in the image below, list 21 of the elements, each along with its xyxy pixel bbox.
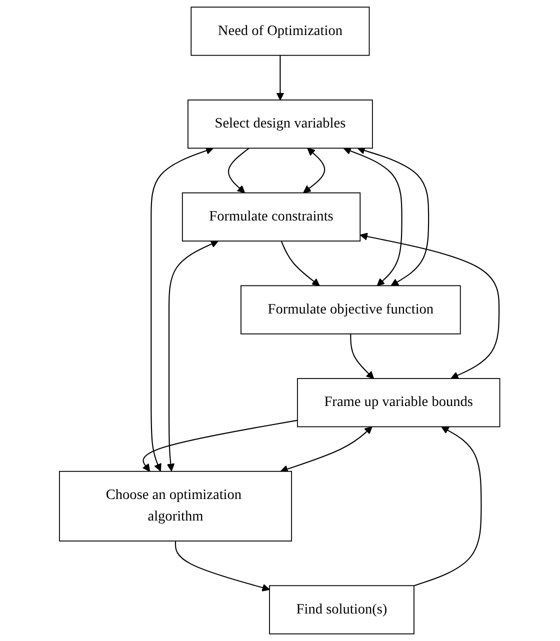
arrow xyxy=(281,240,320,286)
arrow xyxy=(350,334,374,379)
arrow xyxy=(151,146,214,472)
node-box: Frame up variable bounds xyxy=(297,378,501,428)
node-box: Find solution(s) xyxy=(269,585,415,634)
arrow xyxy=(167,240,219,472)
node-box: Select design variables xyxy=(188,100,374,149)
arrow xyxy=(360,232,500,379)
node-box: Choose an optimization algorithm xyxy=(59,470,292,542)
arrow xyxy=(142,420,298,472)
node-box: Formulate constraints xyxy=(182,192,361,242)
node-box: Need of Optimization xyxy=(191,6,370,56)
arrow xyxy=(344,147,403,286)
arrow xyxy=(304,148,326,193)
arrow xyxy=(280,426,373,473)
arrow xyxy=(358,146,430,286)
arrow xyxy=(414,426,482,586)
node-box: Formulate objective function xyxy=(240,285,462,334)
arrow xyxy=(228,148,250,194)
arrow xyxy=(175,541,270,592)
arrow xyxy=(276,55,285,100)
